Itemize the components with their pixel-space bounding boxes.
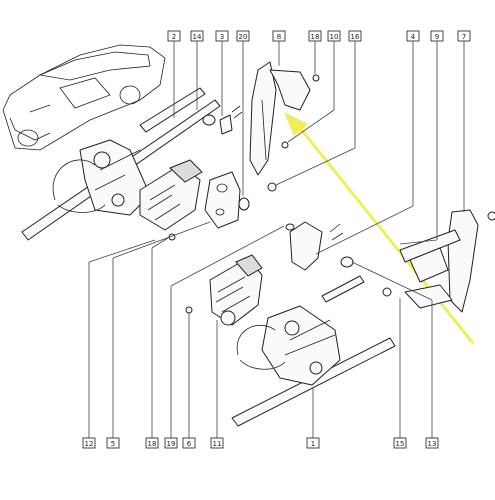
motor-upper [139,159,203,241]
cover-plate-20 [204,171,250,229]
callout-15: 15 [393,437,407,449]
callout-9: 9 [430,30,444,42]
callout-12: 12 [82,437,96,449]
svg-text:8: 8 [277,33,281,41]
svg-text:7: 7 [462,33,466,41]
callout-10: 10 [327,30,341,42]
callout-18-top: 18 [308,30,322,42]
guide-assembly-right [382,209,495,313]
svg-text:16: 16 [351,33,360,41]
highlight-arrow [284,112,474,344]
callout-6: 6 [182,437,196,449]
guide-rail-8 [249,61,320,192]
svg-text:10: 10 [330,33,339,41]
svg-text:2: 2 [172,33,176,41]
callout-20: 20 [236,30,250,42]
svg-text:3: 3 [220,33,224,41]
motor-lower [185,254,263,326]
regulator-assembly-lower [231,275,396,427]
callout-4: 4 [406,30,420,42]
svg-text:20: 20 [239,33,248,41]
svg-text:18: 18 [148,440,157,448]
callout-8: 8 [272,30,286,42]
callout-11: 11 [210,437,224,449]
leader-lines [88,41,465,438]
svg-text:19: 19 [167,440,176,448]
svg-text:6: 6 [187,440,192,448]
clip-middle [285,221,354,271]
clip-3 [219,105,243,135]
svg-text:11: 11 [213,440,222,448]
callout-2: 2 [167,30,181,42]
svg-text:12: 12 [85,440,94,448]
callout-3: 3 [215,30,229,42]
callout-5: 5 [106,437,120,449]
callouts-top: 2 14 3 20 8 18 10 16 4 9 7 [167,30,471,42]
svg-text:18: 18 [311,33,320,41]
callout-1: 1 [306,437,320,449]
svg-text:4: 4 [411,33,416,41]
callout-19: 19 [164,437,178,449]
regulator-assembly-upper [21,87,221,241]
svg-text:13: 13 [428,440,437,448]
svg-text:5: 5 [111,440,115,448]
bushing-14 [202,114,216,126]
callout-13: 13 [425,437,439,449]
callouts-bottom: 12 5 18 19 6 11 1 15 13 [82,437,439,449]
car-illustration [2,44,166,151]
callout-7: 7 [457,30,471,42]
callout-16: 16 [348,30,362,42]
svg-text:9: 9 [435,33,439,41]
svg-text:14: 14 [193,33,202,41]
svg-text:1: 1 [311,440,315,448]
svg-text:15: 15 [396,440,405,448]
callout-18-bottom: 18 [145,437,159,449]
callout-14: 14 [190,30,204,42]
